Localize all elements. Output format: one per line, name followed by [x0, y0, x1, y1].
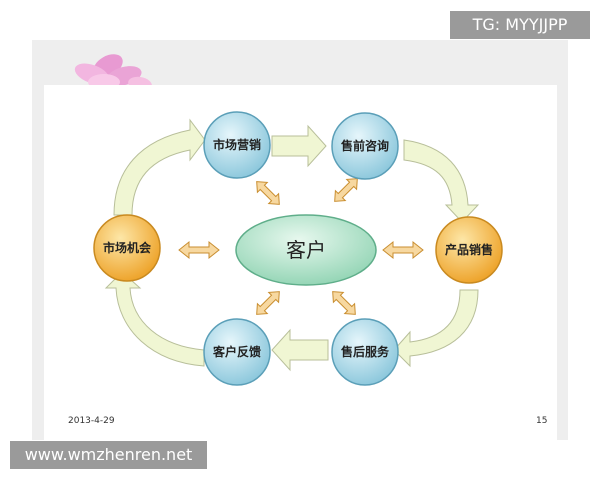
node-product-sales: 产品销售	[435, 216, 503, 284]
arrow-aftersale-to-feedback	[271, 328, 329, 372]
node-market-opportunity: 市场机会	[93, 214, 161, 282]
double-arrow-opportunity	[178, 240, 220, 260]
center-label: 客户	[286, 238, 326, 262]
double-arrow-product	[382, 240, 424, 260]
arrow-product-to-aftersale	[393, 289, 479, 368]
node-market-marketing: 市场营销	[203, 111, 271, 179]
double-arrow-marketing	[256, 181, 280, 205]
arrow-marketing-to-presale	[271, 124, 327, 168]
node-label: 市场机会	[103, 240, 152, 255]
arrow-presale-to-product	[403, 139, 480, 223]
arrow-feedback-to-opportunity	[104, 271, 205, 367]
double-arrow-feedback	[256, 291, 280, 315]
footer-page-number: 15	[536, 416, 548, 426]
footer-date: 2013-4-29	[68, 416, 115, 426]
node-label: 售后服务	[341, 344, 390, 359]
node-customer-feedback: 客户反馈	[203, 318, 271, 386]
node-presale-consult: 售前咨询	[331, 112, 399, 180]
arrow-opportunity-to-marketing	[113, 118, 206, 216]
node-aftersale-service: 售后服务	[331, 318, 399, 386]
double-arrow-aftersale	[332, 291, 356, 315]
node-label: 客户反馈	[212, 344, 261, 359]
watermark-url: www.wmzhenren.net	[10, 441, 207, 469]
center-customer: 客户	[235, 214, 377, 286]
watermark-tg: TG: MYYJJPP	[450, 11, 590, 39]
node-label: 产品销售	[445, 242, 493, 257]
node-label: 售前咨询	[341, 138, 389, 153]
cycle-arrows	[104, 118, 480, 372]
node-label: 市场营销	[213, 137, 261, 152]
